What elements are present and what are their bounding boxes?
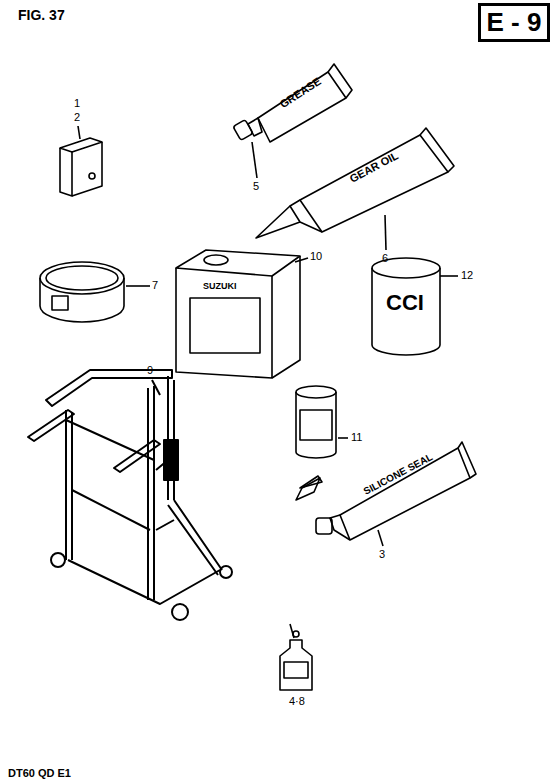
- callout-number: 1: [74, 98, 80, 109]
- grease-tube: [233, 64, 352, 178]
- oil-can: [176, 250, 308, 378]
- callout-number: 12: [461, 270, 473, 281]
- product-text: GREASE: [278, 76, 323, 111]
- callout-number: 10: [310, 251, 322, 262]
- callout-number: 7: [152, 280, 158, 291]
- drawing-code: DT60 QD E1: [8, 768, 71, 779]
- callout-number: 3: [379, 549, 385, 560]
- figure-code: E - 9: [487, 7, 542, 38]
- product-text: SILICONE SEAL: [362, 452, 434, 497]
- product-text: CCI: [386, 292, 424, 314]
- block-part: [60, 126, 102, 196]
- gear-oil-tube: [256, 128, 454, 250]
- figure-code-box: E - 9: [478, 3, 550, 42]
- callout-number: 6: [382, 253, 388, 264]
- figure-title: FIG. 37: [18, 8, 65, 22]
- engine-stand: [28, 370, 232, 620]
- oil-bottle: [280, 624, 312, 690]
- callout-number: 4·8: [289, 696, 305, 707]
- product-text: SUZUKI: [203, 282, 237, 291]
- small-can: [296, 386, 348, 458]
- sealant-tube: [296, 442, 476, 546]
- grease-tin: [40, 262, 150, 322]
- callout-number: 5: [253, 181, 259, 192]
- product-text: GEAR OIL: [348, 150, 400, 185]
- callout-number: 11: [351, 432, 362, 443]
- cci-can: [372, 258, 458, 355]
- callout-number: 2: [74, 112, 80, 123]
- callout-number: 9: [147, 365, 153, 376]
